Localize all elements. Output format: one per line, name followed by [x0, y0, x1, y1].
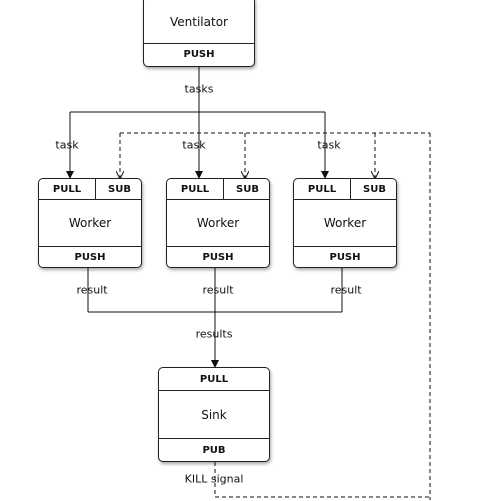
- worker-title: Worker: [68, 216, 112, 230]
- task-label-2: task: [182, 138, 206, 152]
- result-label-1: result: [76, 283, 108, 297]
- result-label-2: result: [202, 283, 234, 297]
- worker-title: Worker: [323, 216, 367, 230]
- worker-node-1: PULL SUB Worker PUSH: [38, 178, 142, 268]
- worker-node-3: PULL SUB Worker PUSH: [293, 178, 397, 268]
- kill-signal-label: KILL signal: [184, 472, 244, 486]
- ventilator-node: Ventilator PUSH: [143, 0, 255, 67]
- results-label: results: [195, 327, 233, 341]
- worker-push-socket: PUSH: [329, 252, 361, 263]
- sink-pull-socket: PULL: [199, 373, 229, 385]
- tasks-label: tasks: [184, 82, 214, 96]
- worker-push-socket: PUSH: [74, 252, 106, 263]
- result-label-3: result: [330, 283, 362, 297]
- worker-sub-socket: SUB: [236, 183, 259, 195]
- sink-pub-socket: PUB: [202, 444, 226, 456]
- worker-push-socket: PUSH: [202, 252, 234, 263]
- worker-sub-socket: SUB: [363, 183, 386, 195]
- task-label-3: task: [317, 138, 341, 152]
- worker-pull-socket: PULL: [180, 183, 210, 195]
- sink-title: Sink: [201, 407, 227, 422]
- task-label-1: task: [55, 138, 79, 152]
- worker-node-2: PULL SUB Worker PUSH: [166, 178, 270, 268]
- sink-node: PULL Sink PUB: [158, 367, 270, 462]
- ventilator-title: Ventilator: [170, 15, 228, 29]
- worker-title: Worker: [196, 216, 240, 230]
- worker-sub-socket: SUB: [108, 183, 131, 195]
- worker-pull-socket: PULL: [307, 183, 337, 195]
- ventilator-push-socket: PUSH: [183, 48, 215, 60]
- worker-pull-socket: PULL: [52, 183, 82, 195]
